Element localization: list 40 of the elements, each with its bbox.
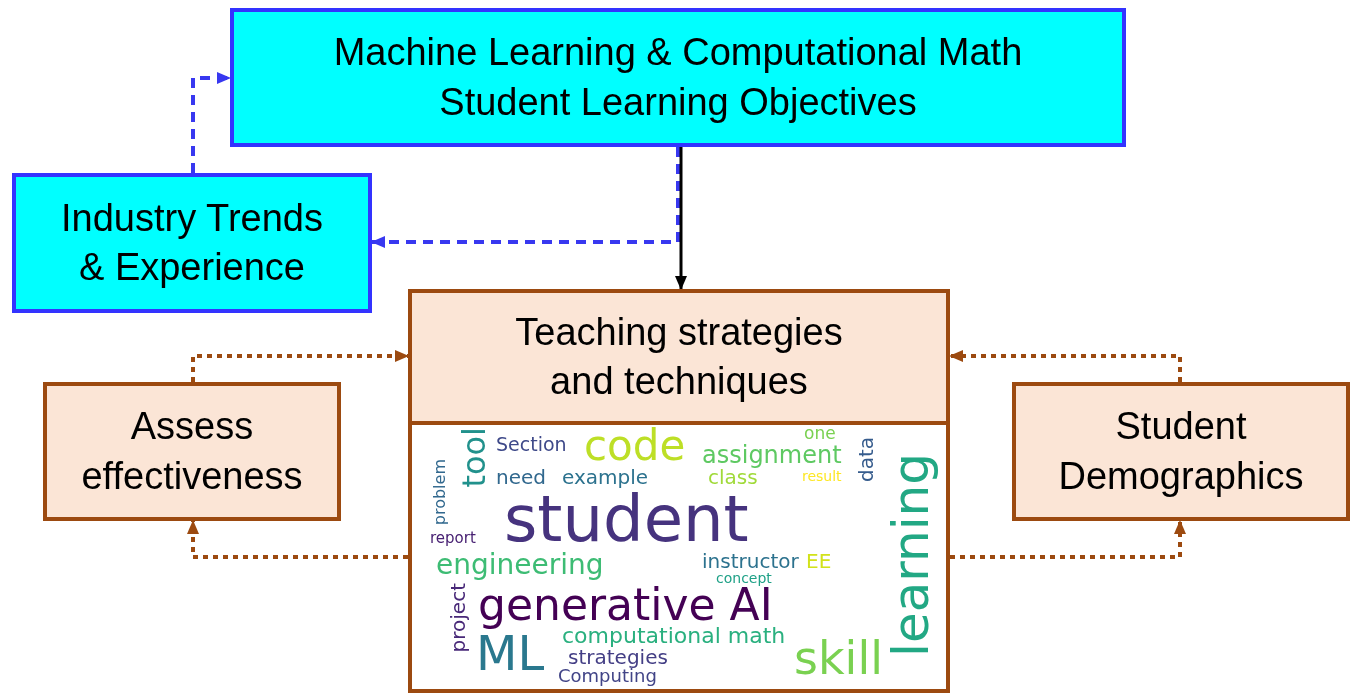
word-cloud-term: report: [430, 531, 476, 546]
arrow: [949, 350, 1182, 382]
word-cloud-term: tool: [458, 427, 490, 488]
arrow: [187, 520, 408, 559]
word-cloud-term: ML: [476, 629, 545, 677]
word-cloud-term: concept: [716, 571, 772, 585]
word-cloud-term: example: [562, 467, 649, 487]
arrow: [191, 350, 409, 382]
arrow: [950, 520, 1186, 559]
box-label: Student Demographics: [1057, 404, 1305, 499]
word-cloud-term: need: [496, 467, 546, 487]
process-box: [43, 382, 341, 521]
word-cloud-term: Computing: [558, 667, 657, 685]
process-box: [12, 173, 372, 313]
word-cloud-term: instructor: [702, 551, 799, 571]
box-label: Machine Learning & Computational Math Student Learning Objectives: [332, 30, 1024, 125]
arrow: [675, 147, 687, 290]
word-cloud-term: strategies: [568, 647, 668, 667]
word-cloud-term: student: [504, 487, 749, 551]
word-cloud-term: one: [804, 425, 836, 442]
word-cloud-term: problem: [432, 459, 448, 526]
objectives-box: [230, 8, 1126, 147]
word-cloud-term: computational math: [562, 625, 786, 647]
word-cloud-term: assignment: [702, 443, 842, 467]
box-label: Teaching strategies and techniques: [514, 309, 844, 404]
word-cloud-term: result: [802, 469, 842, 483]
word-cloud-term: skill: [794, 635, 883, 681]
word-cloud-term: engineering: [436, 551, 604, 579]
word-cloud-term: class: [708, 467, 758, 487]
word-cloud-term: learning: [886, 453, 936, 657]
box-label: Industry Trends & Experience: [60, 195, 324, 290]
word-cloud-term: code: [584, 425, 686, 467]
arrow: [191, 72, 231, 173]
box-label: Assess effectiveness: [80, 404, 304, 499]
process-box: [1012, 382, 1350, 521]
word-cloud-term: EE: [806, 551, 832, 571]
word-cloud-term: data: [856, 437, 876, 483]
arrow: [371, 147, 680, 248]
word-cloud-term: project: [448, 583, 468, 653]
word-cloud-term: Section: [496, 435, 567, 454]
